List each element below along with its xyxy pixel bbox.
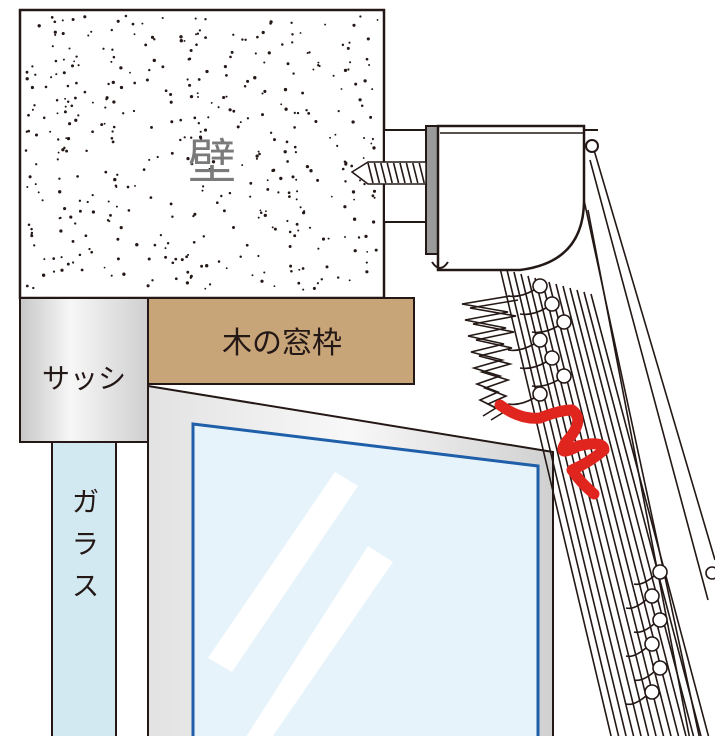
- glass-reflection: [246, 546, 393, 736]
- screw: [350, 161, 427, 185]
- wall: 壁: [18, 8, 386, 300]
- pivot-pin: [585, 139, 599, 153]
- open-window: [147, 384, 554, 736]
- bracket-box: [436, 124, 586, 272]
- wall-bracket: [350, 124, 599, 272]
- glass-reflection: [208, 472, 358, 672]
- sash-label: サッシ: [42, 362, 126, 395]
- wall-label: 壁: [188, 134, 236, 190]
- folding-laundry-hanger: [461, 149, 715, 736]
- glass-pane: [51, 439, 117, 736]
- sash: [19, 297, 149, 443]
- wall-texture: [24, 14, 379, 291]
- problem-mark: [494, 399, 610, 500]
- wood-window-frame: [147, 297, 415, 385]
- wood-frame-label: 木の窓枠: [222, 326, 342, 361]
- glass-label: ガラス: [68, 487, 101, 613]
- bracket-plate: [425, 125, 439, 255]
